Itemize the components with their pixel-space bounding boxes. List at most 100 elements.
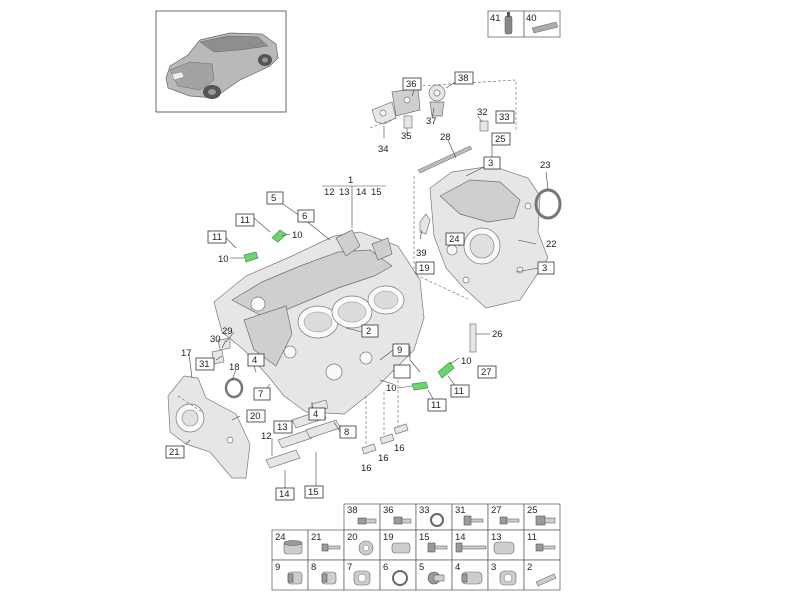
grid-label-3: 3 <box>491 562 496 573</box>
timing-cover <box>413 165 562 309</box>
callout-16-c: 16 <box>394 443 405 454</box>
callout-5: 5 <box>271 193 276 204</box>
callout-14: 14 <box>356 187 367 198</box>
callout-21: 21 <box>169 447 180 458</box>
callout-9: 9 <box>397 345 402 356</box>
grid-label-9: 9 <box>275 562 280 573</box>
callout-31: 31 <box>199 359 210 370</box>
grid-label-21: 21 <box>311 532 322 543</box>
grid-label-38: 38 <box>347 505 358 516</box>
grid-label-19: 19 <box>383 532 394 543</box>
bolt-icon <box>499 516 520 525</box>
sensor-10-d <box>411 381 429 391</box>
grid-label-25: 25 <box>527 505 538 516</box>
callout-11-a: 11 <box>240 215 250 226</box>
lower-bolts <box>361 323 477 455</box>
plug-icon <box>427 571 445 585</box>
callout-7: 7 <box>258 389 263 400</box>
grid-label-20: 20 <box>347 532 358 543</box>
callout-13: 13 <box>339 187 350 198</box>
bolt-icon <box>357 517 377 525</box>
sensor-10-c <box>437 361 455 379</box>
parts-grid-row-2: 24 21 20 19 15 14 13 11 <box>271 529 561 561</box>
callout-30: 30 <box>210 334 221 345</box>
grid-label-13: 13 <box>491 532 502 543</box>
callout-20: 20 <box>250 411 261 422</box>
sleeve-icon <box>358 540 374 556</box>
callout-10-a: 10 <box>292 230 303 241</box>
callout-labels: 1 12 13 14 15 5 6 11 10 11 10 2 9 4 10 1… <box>165 71 557 501</box>
callout-29: 29 <box>222 326 233 337</box>
sleeve-icon <box>499 570 517 586</box>
callout-12-b: 12 <box>261 431 272 442</box>
callout-10-d: 10 <box>386 383 397 394</box>
dowel-icon <box>391 542 411 554</box>
callout-25: 25 <box>495 134 506 145</box>
callout-13-b: 13 <box>277 422 288 433</box>
callout-23: 23 <box>540 160 551 171</box>
engine-block <box>213 229 425 415</box>
grid-label-31: 31 <box>455 505 466 516</box>
callout-17: 17 <box>181 348 192 359</box>
callout-3-a: 3 <box>488 158 493 169</box>
callout-38: 38 <box>458 73 469 84</box>
parts-grid-row-3: 9 8 7 6 5 4 3 2 <box>271 559 561 591</box>
callout-22: 22 <box>546 239 557 250</box>
callout-16-a: 16 <box>361 463 372 474</box>
washer-icon <box>430 513 444 527</box>
callout-34: 34 <box>378 144 389 155</box>
callout-4-c: 4 <box>313 409 318 420</box>
callout-1: 1 <box>348 175 353 186</box>
callout-35: 35 <box>401 131 412 142</box>
grid-label-8: 8 <box>311 562 316 573</box>
callout-27: 27 <box>481 367 492 378</box>
callout-26: 26 <box>492 329 503 340</box>
callout-14-b: 14 <box>279 489 290 500</box>
cleaner-bottle-icon <box>531 21 559 34</box>
callout-6: 6 <box>302 211 307 222</box>
callout-2: 2 <box>366 326 371 337</box>
callout-18: 18 <box>229 362 240 373</box>
bolt-icon <box>535 515 556 526</box>
legend-41-number: 41 <box>490 13 501 24</box>
top-right-legend: 41 40 <box>487 10 561 38</box>
parts-grid: 38 36 33 31 27 25 24 21 20 19 <box>271 503 561 591</box>
callout-11-b: 11 <box>212 232 222 243</box>
sealant-tube-icon <box>504 12 513 35</box>
callout-15-b: 15 <box>308 487 319 498</box>
callout-24: 24 <box>449 234 460 245</box>
grid-label-27: 27 <box>491 505 502 516</box>
bolt-icon <box>427 542 448 553</box>
bolt-icon <box>535 543 556 552</box>
grid-label-6: 6 <box>383 562 388 573</box>
grid-label-33: 33 <box>419 505 430 516</box>
dowel-icon <box>461 571 483 585</box>
callout-39: 39 <box>416 248 427 259</box>
sleeve-icon <box>353 570 371 586</box>
grid-label-5: 5 <box>419 562 424 573</box>
bolt-icon <box>393 516 412 525</box>
legend-40-number: 40 <box>526 13 537 24</box>
plug-icon <box>287 571 303 585</box>
vehicle-thumbnail <box>155 10 287 113</box>
dowel-icon <box>493 541 515 555</box>
grid-label-36: 36 <box>383 505 394 516</box>
green-sensors <box>243 229 455 391</box>
sensor-10-a <box>271 229 287 243</box>
grid-label-14: 14 <box>455 532 466 543</box>
callout-10-c: 10 <box>461 356 472 367</box>
grid-label-11: 11 <box>527 532 537 543</box>
callout-10-b: 10 <box>218 254 229 265</box>
plug-icon <box>321 571 337 585</box>
callout-11-c: 11 <box>431 400 441 411</box>
callout-37: 37 <box>426 116 437 127</box>
callout-12: 12 <box>324 187 335 198</box>
o-ring-icon <box>392 570 408 586</box>
callout-16-b: 16 <box>378 453 389 464</box>
callout-4-b: 4 <box>252 355 257 366</box>
callout-32: 32 <box>477 107 488 118</box>
leader-lines <box>185 77 549 488</box>
parts-grid-row-1: 38 36 33 31 27 25 <box>343 503 561 531</box>
sensor-10-b <box>243 251 259 263</box>
